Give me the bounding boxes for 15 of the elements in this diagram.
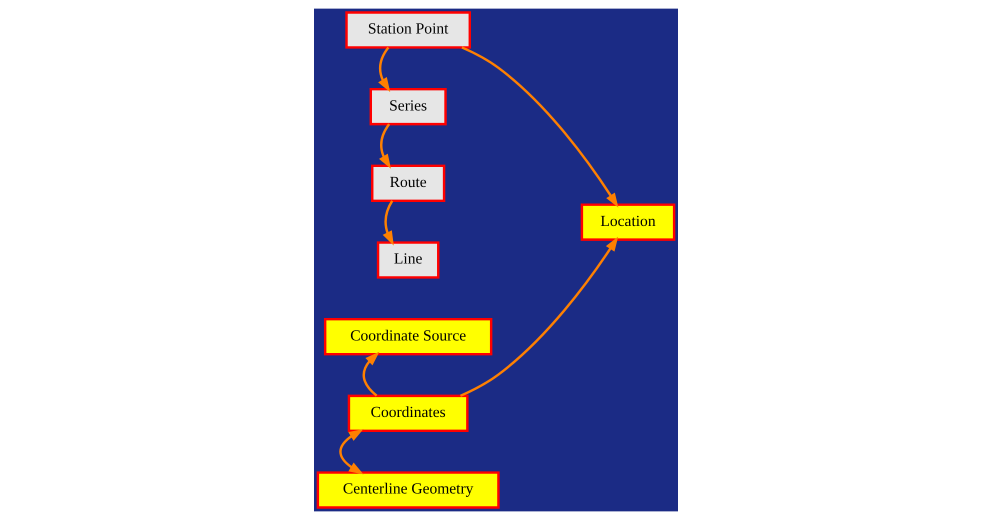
node-box: Route	[370, 164, 445, 202]
arrow	[378, 46, 390, 92]
node-box: Series	[369, 88, 446, 126]
node-box: Centerline Geometry	[316, 471, 500, 509]
node-box: Coordinates	[347, 394, 468, 432]
arrow	[459, 236, 618, 397]
node-box: Station Point	[344, 11, 470, 49]
arrow	[382, 200, 394, 246]
arrow	[378, 123, 390, 169]
arrow	[338, 429, 364, 474]
arrow	[362, 352, 379, 397]
node-box: Line	[376, 241, 439, 279]
arrow	[460, 46, 618, 208]
node-box: Coordinate Source	[323, 318, 492, 356]
node-box: Location	[580, 203, 675, 241]
